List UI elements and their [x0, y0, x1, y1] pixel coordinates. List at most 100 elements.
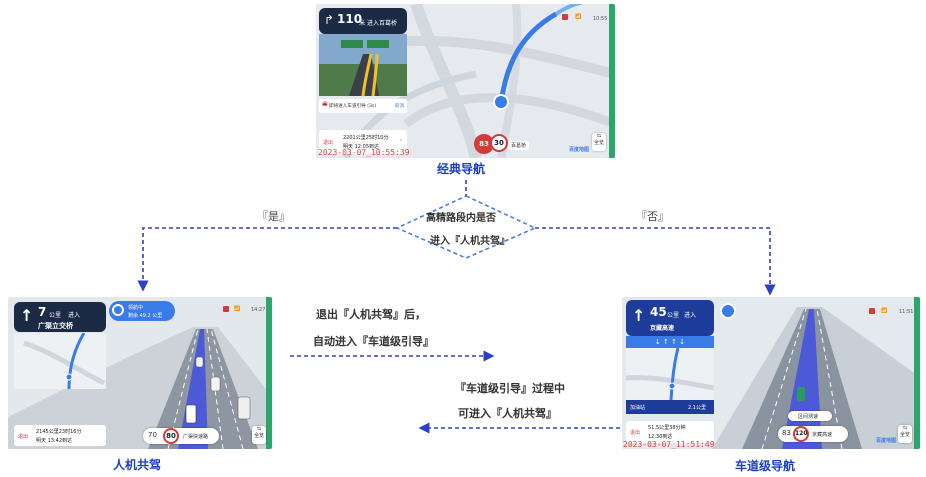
turn-road: 京藏高速: [650, 325, 675, 332]
lane-arrow-icons: ↓ ↑ ↑ ↓: [654, 338, 686, 346]
overview-icon: ⇆: [256, 426, 262, 432]
wifi-icon: 📶: [234, 306, 241, 312]
turn-action: 进入: [367, 20, 380, 27]
speed-limit-sign: 30: [490, 134, 508, 152]
turn-distance: 45: [650, 305, 667, 319]
alert-icon: [562, 14, 568, 20]
lane-notice-cancel[interactable]: 取消: [395, 104, 405, 109]
connector-yes: [137, 227, 397, 292]
remaining-info: 2201公里25时10分: [343, 135, 389, 141]
status-time: 11:51: [899, 309, 914, 315]
copilot-mode-badge[interactable]: 领航中 剩余 49.2 公里: [109, 301, 175, 321]
classic-nav-caption: 经典导航: [437, 162, 486, 176]
classic-nav-screenshot: ↱ 110 米 进入 百葛桥 🚘 即将进入车道引导 (3s) 取消 退出 220…: [316, 4, 615, 158]
turn-road: 百葛桥: [379, 20, 398, 27]
current-road-name: 广渠快速路: [183, 434, 209, 440]
lane-arrows-bar: ↓ ↑ ↑ ↓: [626, 336, 714, 348]
car-icon: 🚘: [322, 102, 328, 107]
speed-limit-sign: 80: [163, 428, 179, 444]
exit-button[interactable]: 退出: [323, 140, 334, 146]
turn-road: 广渠立交桥: [38, 322, 73, 330]
copilot-minimap: [14, 333, 106, 389]
classic-turn-card: ↱ 110 米 进入 百葛桥: [319, 8, 407, 34]
remaining-info: 2145公里23时16分: [36, 429, 82, 435]
turn-action: 进入: [684, 312, 697, 319]
speed-road-pill: 83 120 京藏高速: [778, 426, 848, 442]
status-time: 14:27: [251, 307, 266, 313]
yes-label: 『是』: [257, 210, 290, 223]
copilot-turn-card: ↑ 7 公里 进入 广渠立交桥: [14, 302, 106, 332]
status-time: 10:55: [593, 16, 608, 22]
lane-guidance-note-line1: 『车道级引导』过程中: [455, 382, 565, 395]
eta-info: 明天 12:05到达: [343, 144, 379, 150]
current-speed: 83: [782, 429, 791, 437]
minimap-route: [626, 348, 714, 400]
overview-label: 全览: [899, 432, 910, 438]
alert-icon: [223, 306, 229, 312]
lane-timestamp: 2023-03-07_11:51:49: [623, 440, 715, 449]
turn-action: 进入: [68, 312, 81, 319]
station-label: 加油站: [630, 405, 646, 411]
classic-lane-notice: 🚘 即将进入车道引导 (3s) 取消: [319, 99, 407, 113]
overview-button[interactable]: ⇆ 全览: [252, 426, 266, 444]
no-label: 『否』: [636, 210, 669, 223]
overview-button[interactable]: ⇆ 全览: [592, 133, 606, 151]
overview-button[interactable]: ⇆ 全览: [898, 425, 912, 443]
remaining-info: 51.5公里38分钟: [648, 425, 686, 431]
current-road-name: 百葛桥: [508, 141, 530, 150]
turn-unit: 米: [359, 20, 366, 27]
baidu-logo: 百度地图: [569, 147, 590, 153]
speed-limit: 30: [494, 139, 504, 147]
current-speed: 83: [479, 140, 489, 148]
turn-right-icon: ↱: [324, 13, 335, 27]
overview-label: 全览: [253, 433, 264, 439]
speed-limit-sign: 120: [793, 426, 809, 442]
copilot-caption: 人机共驾: [113, 458, 162, 472]
turn-distance: 7: [38, 305, 47, 319]
station-distance: 2.1公里: [688, 405, 706, 411]
lane-trip-panel: 退出 51.5公里38分钟 12:30到达: [626, 421, 714, 443]
wifi-icon: 📶: [881, 308, 888, 314]
gas-station-bar[interactable]: 加油站 2.1公里: [626, 400, 714, 414]
steering-wheel-icon: [112, 304, 124, 316]
copilot-entry-icon[interactable]: [720, 303, 736, 319]
decision-text-line1: 高精路段内是否: [426, 213, 496, 224]
exit-copilot-note-line1: 退出『人机共驾』后，: [316, 308, 426, 321]
baidu-logo: 百度地图: [876, 438, 897, 444]
overview-icon: ⇆: [596, 133, 602, 139]
current-road-name: 京藏高速: [812, 432, 833, 438]
speed-limit: 120: [795, 430, 808, 437]
overview-label: 全览: [593, 140, 604, 146]
classic-timestamp: 2023-03-07_10:55:39: [318, 148, 410, 157]
eta-info: 12:30到达: [648, 434, 673, 440]
turn-unit: 公里: [49, 312, 62, 319]
lane-guidance-note-line2: 可进入『人机共驾』: [458, 407, 557, 420]
exit-copilot-note-line2: 自动进入『车道级引导』: [313, 335, 434, 348]
lane-nav-screenshot: ↑ 45 公里 进入 京藏高速 ↓ ↑ ↑ ↓ 加油站 2.1公里 退出 51.…: [622, 297, 920, 449]
camera-pill: 区间测速: [788, 411, 832, 421]
exit-button[interactable]: 退出: [18, 434, 29, 440]
copilot-trip-panel: 退出 2145公里23时16分 明天 13:42到达: [14, 425, 106, 446]
lane-turn-card: ↑ 45 公里 进入 京藏高速: [626, 300, 714, 336]
overview-icon: ⇆: [902, 425, 908, 431]
classic-trip-panel: 退出 2201公里25时10分 明天 12:05到达 ⌃: [319, 130, 407, 154]
minimap-route: [23, 333, 106, 389]
mode-distance: 剩余 49.2 公里: [128, 313, 163, 319]
speed-limit: 80: [166, 432, 176, 440]
mode-label: 领航中: [128, 305, 144, 311]
lane-minimap: [626, 348, 714, 400]
speed-road-pill: 70 80 广渠快速路: [143, 428, 219, 444]
copilot-screenshot: ↑ 7 公里 进入 广渠立交桥 领航中 剩余 49.2 公里 14:27 📶 退…: [8, 297, 272, 449]
decision-diamond: [395, 195, 537, 259]
junction-illustration: [319, 34, 407, 96]
exit-button[interactable]: 退出: [630, 430, 641, 436]
lane-notice-text: 即将进入车道引导 (3s): [329, 104, 377, 109]
expand-chevron-icon[interactable]: ⌃: [399, 139, 404, 145]
eta-info: 明天 13:42到达: [36, 438, 72, 444]
camera-label: 区间测速: [798, 414, 819, 420]
connector-no: [535, 227, 776, 296]
classic-junction-view: [319, 34, 407, 96]
decision-text-line2: 进入『人机共驾』: [430, 236, 510, 247]
straight-arrow-icon: ↑: [20, 306, 34, 325]
